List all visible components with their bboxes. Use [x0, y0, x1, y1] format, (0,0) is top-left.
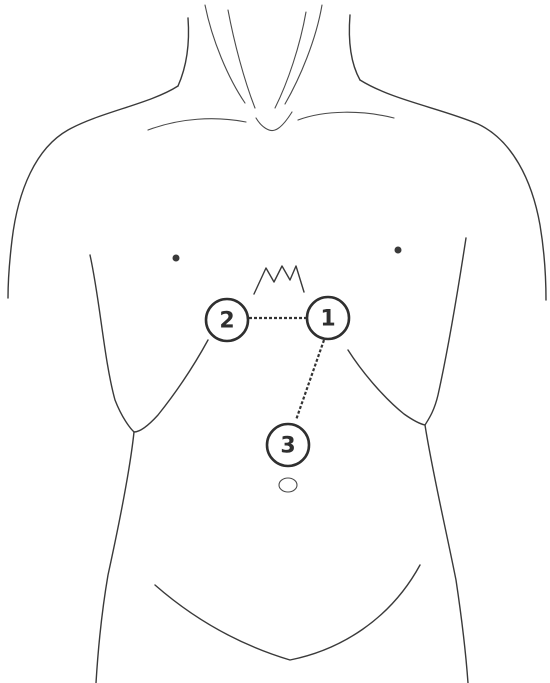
left-torso-side — [90, 255, 134, 683]
right-nipple — [395, 247, 402, 254]
electrode-marker-2: 2 — [206, 299, 248, 341]
xiphoid-outline — [254, 266, 304, 294]
right-shoulder-outline — [360, 80, 546, 300]
right-pectoral-curve — [348, 350, 425, 425]
left-nipple — [173, 255, 180, 262]
connector-1-to-3 — [296, 340, 324, 420]
right-clavicle — [298, 112, 394, 120]
suprasternal-notch — [256, 112, 292, 131]
marker-2-label: 2 — [219, 309, 234, 334]
navel — [279, 478, 297, 492]
right-torso-side — [425, 238, 468, 683]
left-clavicle — [148, 119, 246, 130]
neck-left-tendon-2 — [228, 10, 255, 108]
electrode-marker-3: 3 — [267, 424, 309, 466]
neck-right-tendon — [285, 5, 322, 104]
electrode-marker-1: 1 — [307, 297, 349, 339]
marker-3-label: 3 — [280, 434, 295, 459]
neck-left-tendon — [205, 5, 245, 103]
marker-1-label: 1 — [320, 307, 335, 332]
lower-abdomen-curve — [155, 565, 420, 660]
neck-right-outline — [349, 15, 360, 80]
neck-left-outline — [178, 18, 189, 86]
left-shoulder-outline — [8, 86, 178, 298]
left-pectoral-curve — [134, 340, 208, 432]
